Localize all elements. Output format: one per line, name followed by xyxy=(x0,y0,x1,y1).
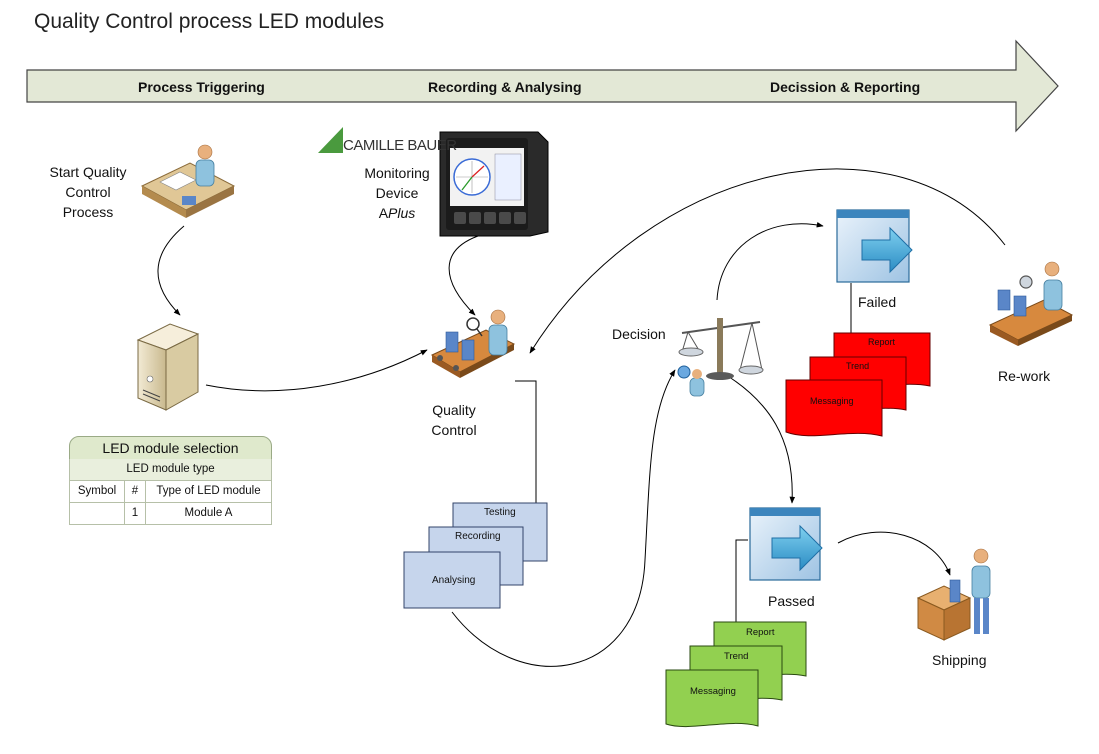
page-title: Quality Control process LED modules xyxy=(34,10,385,33)
label-monitoring-device: Monitoring Device APlus xyxy=(364,165,430,221)
doc-passed-messaging-label: Messaging xyxy=(690,686,736,697)
label-decision: Decision xyxy=(612,326,666,342)
server-icon xyxy=(136,323,200,411)
decision-scale-icon xyxy=(677,318,764,397)
doc-analysing xyxy=(403,551,501,609)
doc-analysing-label: Analysing xyxy=(432,575,476,586)
label-rework: Re-work xyxy=(998,368,1051,384)
passed-window-icon xyxy=(749,507,823,581)
cell-number: 1 xyxy=(125,503,146,524)
rework-icon xyxy=(988,261,1074,346)
failed-document-stack xyxy=(785,332,931,437)
doc-testing-label: Testing xyxy=(484,507,516,518)
selection-table-subtitle: LED module type xyxy=(69,459,272,481)
cell-symbol xyxy=(70,503,125,524)
phase-recording-analysing: Recording & Analysing xyxy=(428,79,582,95)
shipping-icon xyxy=(916,548,991,641)
label-shipping: Shipping xyxy=(932,652,987,668)
connector-device-to-qc xyxy=(448,235,479,316)
cell-type: Module A xyxy=(184,507,233,519)
start-person-icon xyxy=(140,144,236,218)
label-failed: Failed xyxy=(858,294,897,310)
selection-table-header-row: Symbol # Type of LED module xyxy=(69,481,272,503)
doc-failed-report-label: Report xyxy=(868,337,896,347)
connector-passed-to-docs xyxy=(735,539,748,622)
phase-decission-reporting: Decission & Reporting xyxy=(770,79,921,95)
doc-failed-messaging-label: Messaging xyxy=(810,396,854,406)
doc-recording-label: Recording xyxy=(455,531,501,542)
connector-server-to-qc xyxy=(205,349,428,392)
passed-document-stack xyxy=(665,621,807,728)
connector-start-to-server xyxy=(157,225,185,316)
phase-process-triggering: Process Triggering xyxy=(138,79,265,95)
connector-rework-to-qc xyxy=(529,168,1006,354)
doc-passed-messaging xyxy=(665,669,759,728)
doc-failed-messaging xyxy=(785,379,883,437)
failed-window-icon xyxy=(836,209,913,283)
connector-qc-to-docs xyxy=(515,380,537,503)
column-symbol: Symbol xyxy=(70,481,125,502)
doc-passed-trend-label: Trend xyxy=(724,651,749,662)
doc-failed-trend-label: Trend xyxy=(846,361,870,371)
connector-docs-to-decision xyxy=(451,369,676,667)
camille-bauer-logo xyxy=(318,127,343,153)
connector-decision-to-passed xyxy=(717,369,796,504)
qc-document-stack xyxy=(403,502,548,609)
camille-bauer-brand: CAMILLE BAUER xyxy=(343,137,457,154)
process-arrow xyxy=(26,39,1059,133)
column-number: # xyxy=(125,481,146,502)
monitoring-device-icon xyxy=(439,131,549,237)
connector-decision-to-failed xyxy=(716,221,824,301)
connector-passed-to-shipping xyxy=(837,531,951,576)
label-passed: Passed xyxy=(768,593,815,609)
selection-table-row: 1 Module A xyxy=(69,503,272,525)
selection-table-title: LED module selection xyxy=(69,436,272,460)
quality-control-icon xyxy=(430,309,516,378)
column-type: Type of LED module xyxy=(156,485,261,497)
doc-passed-report-label: Report xyxy=(746,627,775,638)
